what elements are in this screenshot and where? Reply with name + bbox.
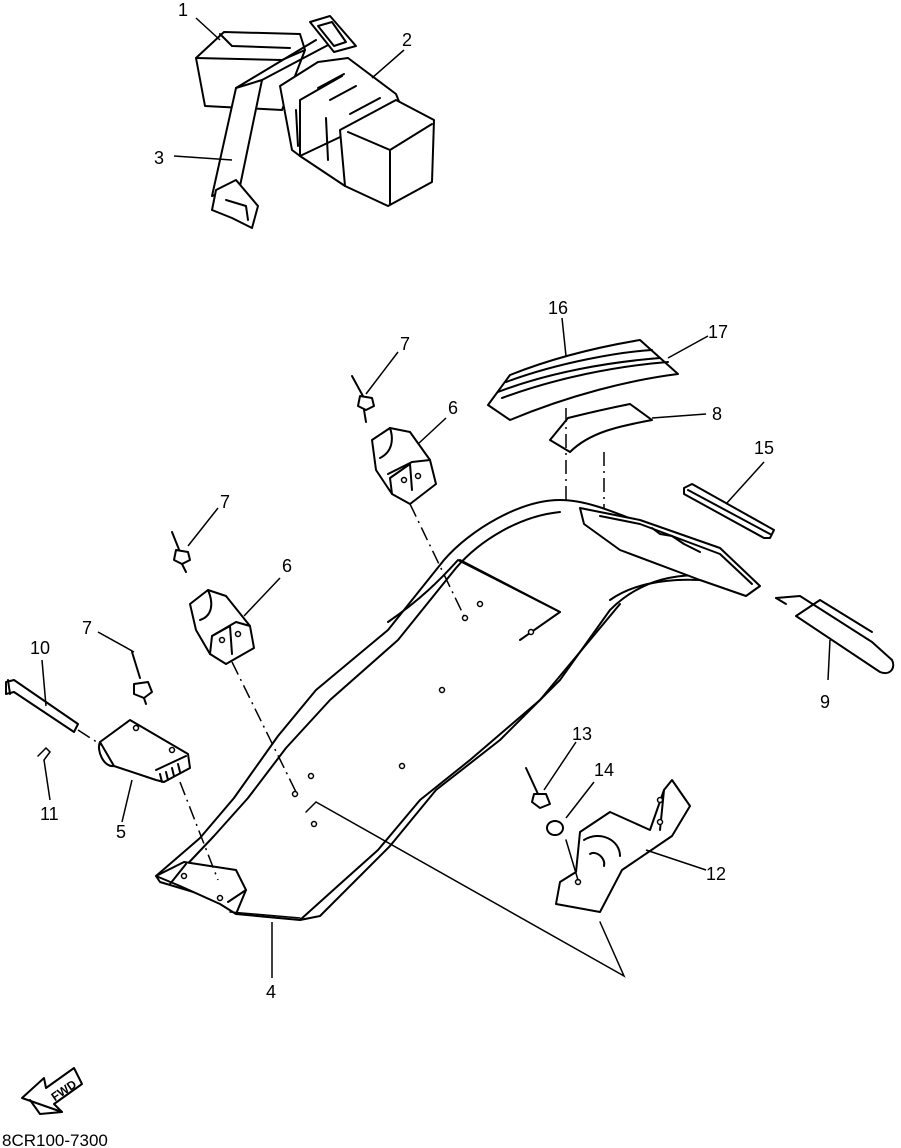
part-plate	[155, 499, 761, 978]
callout-11: 11	[40, 804, 59, 824]
leader-lines	[41, 17, 831, 978]
callout-15: 15	[754, 438, 774, 458]
part-bracket-upper	[371, 427, 465, 617]
callout-6-lower: 6	[282, 556, 292, 576]
callout-2: 2	[402, 30, 412, 50]
callout-8: 8	[712, 404, 722, 424]
callout-12: 12	[706, 864, 726, 884]
part-rivets	[131, 375, 375, 705]
part-box-assembly	[195, 15, 435, 229]
callout-17: 17	[708, 322, 728, 342]
callout-7-upper: 7	[400, 334, 410, 354]
callout-6-upper: 6	[448, 398, 458, 418]
callout-9: 9	[820, 692, 830, 712]
callout-13: 13	[572, 724, 592, 744]
part-decals	[487, 339, 679, 566]
callout-14: 14	[594, 760, 614, 780]
callout-16: 16	[548, 298, 568, 318]
callout-1: 1	[178, 0, 188, 20]
part-bracket-lower	[189, 589, 297, 793]
figure-code: 8CR100-7300	[2, 1131, 108, 1148]
part-latch	[525, 767, 691, 913]
callout-7-lower: 7	[82, 618, 92, 638]
part-pin	[5, 679, 107, 761]
part-hinge	[98, 719, 219, 881]
part-hook	[775, 595, 895, 674]
callout-4: 4	[266, 982, 276, 1002]
callout-7-middle: 7	[220, 492, 230, 512]
callout-labels: 1 2 3 4 5 6 6 7 7 7 8 9 10 11 12 13 14 1…	[30, 0, 830, 1002]
callout-3: 3	[154, 148, 164, 168]
part-rod	[683, 483, 775, 539]
callout-5: 5	[116, 822, 126, 842]
fwd-arrow-icon: FWD	[21, 1067, 83, 1115]
callout-10: 10	[30, 638, 50, 658]
